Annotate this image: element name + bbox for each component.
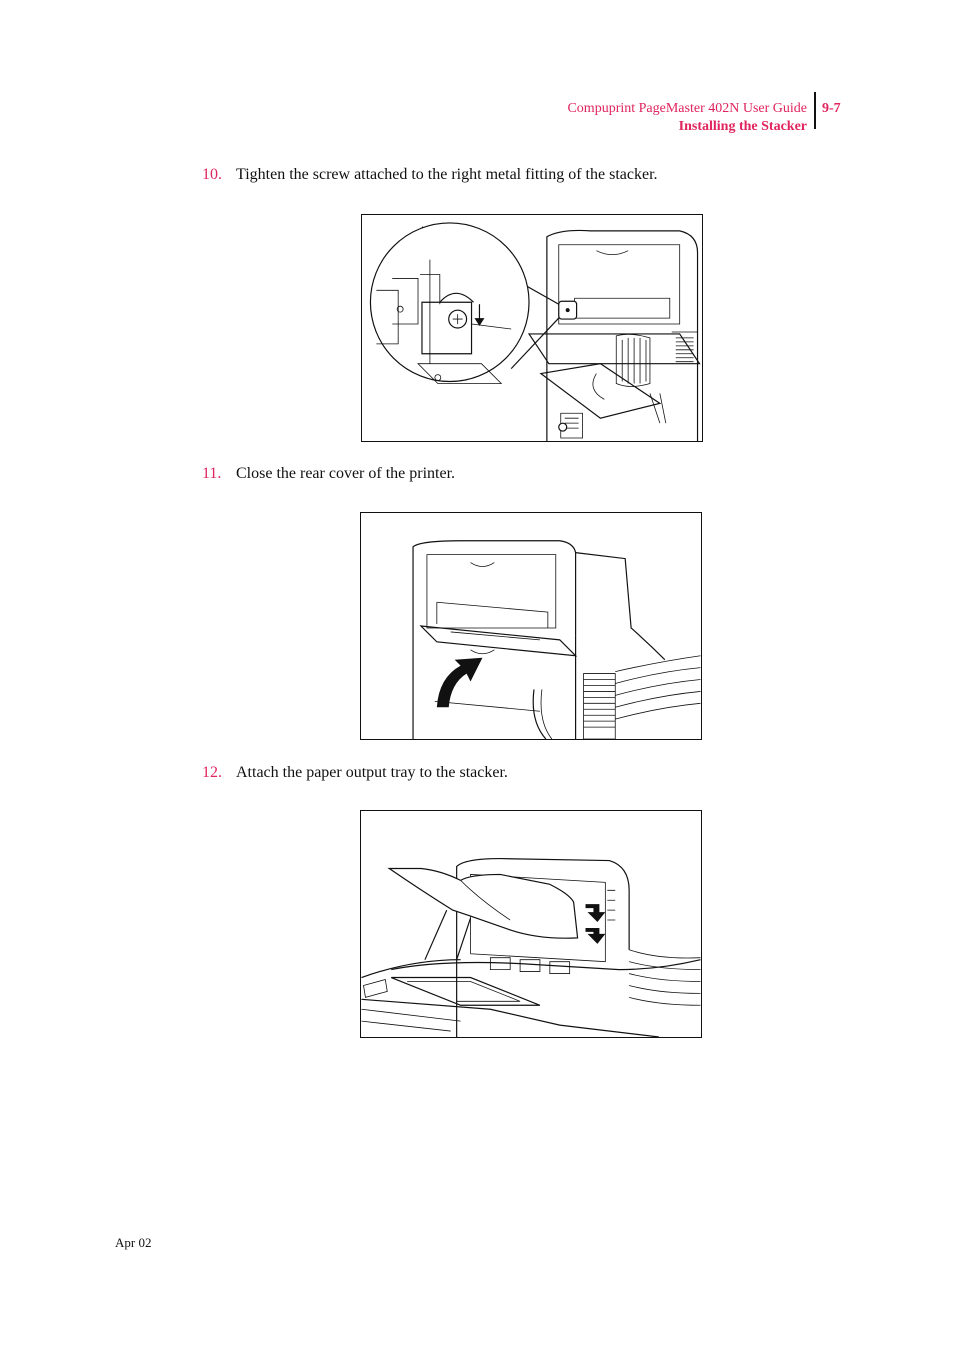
illustration-tighten-screw [369,222,701,441]
figure-close-rear-cover [360,512,702,740]
figure-attach-output-tray [360,810,702,1038]
illustration-attach-output-tray [361,857,701,1037]
illustration-close-rear-cover [412,540,701,739]
page-number: 9-7 [822,101,841,116]
running-header-title: Compuprint PageMaster 402N User Guide [567,101,807,116]
step-number: 12. [202,764,222,781]
step-number: 11. [202,465,222,482]
running-header-section: Installing the Stacker [678,119,807,134]
step-11: 11. Close the rear cover of the printer. [202,465,455,483]
step-12: 12. Attach the paper output tray to the s… [202,764,508,782]
figure-tighten-screw [361,214,703,442]
header-divider [814,92,816,129]
footer-date: Apr 02 [115,1235,152,1250]
step-10: 10. Tighten the screw attached to the rig… [202,166,658,184]
step-number: 10. [202,166,222,183]
step-text: Close the rear cover of the printer. [236,465,456,482]
step-text: Attach the paper output tray to the stac… [236,764,508,781]
step-text: Tighten the screw attached to the right … [236,166,658,183]
